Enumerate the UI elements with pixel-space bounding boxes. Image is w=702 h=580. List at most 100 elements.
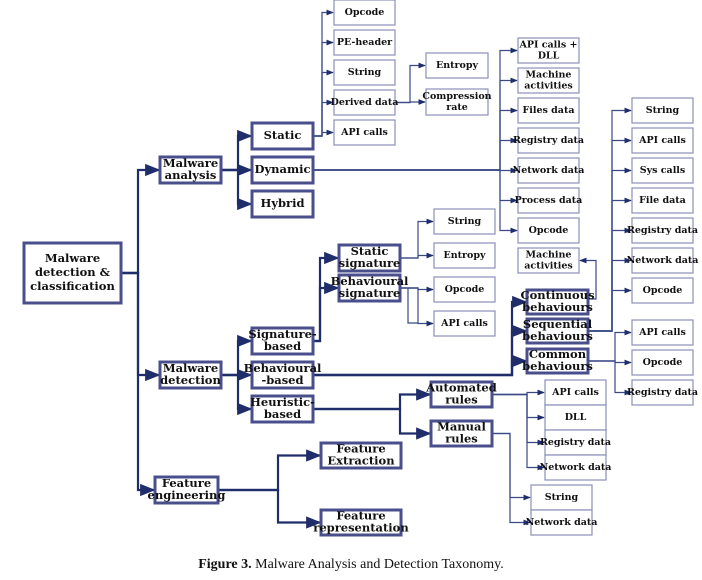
node-label: API calls [551, 387, 599, 398]
connector-sig-based-to-beh-sig [313, 281, 340, 343]
node-label: Opcode [643, 285, 683, 296]
node-box [517, 247, 580, 274]
node-label: rules [445, 393, 478, 407]
node-box [250, 360, 315, 390]
connector-static-sig-to-sig-string [400, 218, 434, 259]
node-label: based [264, 407, 301, 421]
node-label: Manual [437, 420, 486, 434]
node-label: -based [261, 373, 303, 387]
node-box [544, 454, 607, 481]
node-box [631, 277, 694, 304]
node-auto-apicalls: API calls [544, 379, 607, 406]
connector-auto-rules-to-auto-network [492, 393, 545, 471]
connector-seq-beh-to-seq-registry [588, 227, 632, 332]
connectors [121, 9, 632, 529]
node-label: Network data [526, 517, 598, 528]
connector-heur-based-to-auto-rules [313, 388, 432, 411]
node-box [333, 89, 396, 116]
node-box [525, 288, 590, 316]
connector-sig-based-to-static-sig [313, 251, 340, 343]
node-label: detection & [35, 265, 111, 279]
connector-s-derived-to-d-entropy [395, 62, 426, 104]
node-s-peheader: PE-header [333, 29, 396, 56]
node-dy-registry: Registry data [513, 127, 584, 154]
node-label: String [348, 67, 382, 78]
node-label: Common [529, 347, 587, 361]
node-box [525, 347, 590, 375]
node-box [525, 317, 590, 345]
node-label: String [545, 492, 579, 503]
node-label: File data [639, 195, 686, 206]
node-label: engineering [148, 488, 226, 502]
node-label: Automated [425, 381, 497, 395]
node-box [631, 127, 694, 154]
node-box [517, 37, 580, 64]
node-label: Network data [540, 462, 612, 473]
node-label: Opcode [445, 284, 485, 295]
node-label: PE-header [337, 37, 393, 48]
node-label: Network data [513, 165, 585, 176]
node-label: Static [264, 128, 302, 142]
node-box [544, 429, 607, 456]
connector-detection-to-heur-based [221, 373, 253, 416]
connector-static-to-s-opcode [313, 9, 334, 137]
connector-seq-beh-to-seq-syscalls [588, 167, 632, 332]
node-label: Signature- [248, 327, 317, 341]
node-hybrid: Hybrid [250, 189, 315, 219]
connector-feature-eng-to-feat-representation [218, 488, 322, 529]
node-sig-apicalls: API calls [433, 310, 496, 337]
node-sig-opcode: Opcode [433, 276, 496, 303]
node-label: Continuous [520, 288, 594, 302]
node-label: API calls [638, 327, 686, 338]
node-sig-based: Signature-based [248, 326, 317, 356]
node-box [517, 127, 580, 154]
node-label: Dynamic [254, 162, 310, 176]
connector-static-to-s-peheader [313, 39, 334, 137]
node-label: activities [524, 261, 572, 272]
node-box [631, 187, 694, 214]
node-label: behaviours [522, 329, 593, 343]
node-box [333, 0, 396, 26]
node-seq-network: Network data [627, 247, 698, 274]
node-label: Files data [522, 105, 574, 116]
connector-static-sig-to-sig-entropy [400, 252, 434, 259]
node-box [433, 242, 496, 269]
node-seq-string: String [631, 97, 694, 124]
node-box [250, 189, 315, 219]
node-d-entropy: Entropy [425, 52, 489, 79]
connector-analysis-to-hybrid [221, 168, 253, 211]
node-label: Behavioural [244, 361, 322, 375]
node-s-string: String [333, 59, 396, 86]
connector-manual-rules-to-man-network [492, 432, 531, 526]
connector-seq-beh-to-seq-file [588, 197, 632, 332]
node-label: Machine [526, 70, 572, 81]
node-box [337, 243, 402, 273]
node-box [333, 59, 396, 86]
connector-auto-rules-to-auto-registry [492, 393, 545, 446]
node-dy-network: Network data [513, 157, 585, 184]
node-box [250, 155, 315, 185]
node-label: DLL [538, 51, 560, 62]
node-sig-entropy: Entropy [433, 242, 496, 269]
node-com-registry: Registry data [627, 379, 698, 406]
connector-seq-beh-to-seq-apicalls [588, 137, 632, 332]
node-label: signature [339, 256, 401, 270]
node-label: Entropy [443, 250, 486, 261]
node-label: Sequential [523, 317, 593, 331]
connector-heur-based-to-manual-rules [313, 407, 432, 440]
node-label: API calls + [518, 40, 577, 51]
node-dynamic: Dynamic [250, 155, 315, 185]
connector-feature-eng-to-feat-extraction [218, 449, 322, 492]
connector-common-beh-to-com-registry [588, 360, 632, 396]
node-label: Extraction [327, 454, 395, 468]
node-label: Process data [515, 195, 583, 206]
